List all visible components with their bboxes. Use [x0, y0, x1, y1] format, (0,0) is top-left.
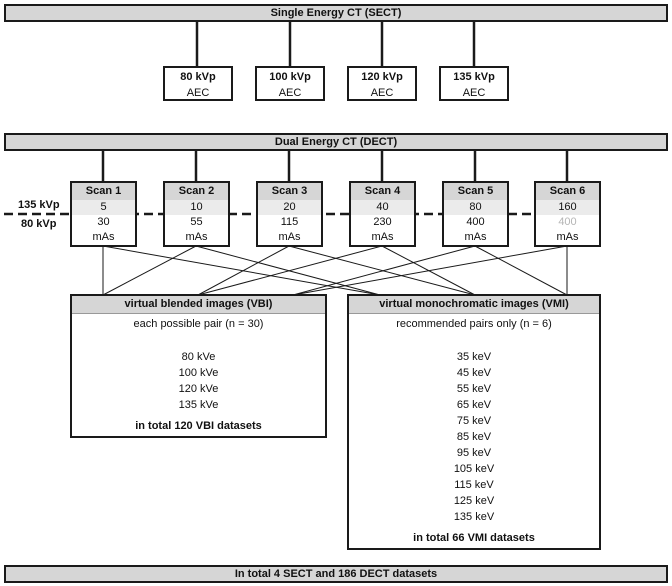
vmi-list: 35 keV 45 keV 55 keV 65 keV 75 keV 85 keV 95 k… — [349, 349, 599, 525]
sect-kvp-label: 120 kVp — [361, 71, 403, 83]
scan-unit: mAs — [92, 231, 115, 243]
vmi-list-item: 75 keV — [456, 415, 492, 427]
sect-title-bar: Single Energy CT (SECT) — [4, 4, 668, 22]
vbi-title: virtual blended images (VBI) — [72, 296, 325, 314]
dect-scan-3: Scan 3 20 115 mAs — [256, 181, 323, 247]
vmi-box: virtual monochromatic images (VMI) recom… — [347, 294, 601, 550]
vmi-list-item: 135 keV — [453, 511, 495, 523]
scan-high-mas: 80 — [444, 200, 507, 215]
vbi-list-item: 80 kVe — [181, 351, 216, 363]
high-kvp-label: 135 kVp — [18, 199, 60, 211]
footer-total: In total 4 SECT and 186 DECT datasets — [234, 568, 438, 580]
vmi-total: in total 66 VMI datasets — [413, 532, 535, 544]
vmi-list-item: 45 keV — [456, 367, 492, 379]
vmi-list-item: 35 keV — [456, 351, 492, 363]
low-kvp-label: 80 kVp — [21, 218, 57, 230]
fan-line — [197, 245, 383, 296]
vbi-list-item: 100 kVe — [178, 367, 219, 379]
fan-line — [474, 245, 568, 296]
scan-high-mas: 40 — [351, 200, 414, 215]
vmi-title: virtual monochromatic images (VMI) — [349, 296, 599, 314]
dect-title-bar: Dual Energy CT (DECT) — [4, 133, 668, 151]
scan-high-mas: 160 — [536, 200, 599, 215]
scan-unit: mAs — [185, 231, 208, 243]
scan-unit: mAs — [371, 231, 394, 243]
dect-scan-5: Scan 5 80 400 mAs — [442, 181, 509, 247]
vbi-subtitle: each possible pair (n = 30) — [133, 318, 264, 330]
scan-unit: mAs — [556, 231, 579, 243]
scan-high-mas: 10 — [165, 200, 228, 215]
scan-low-mas: 230 — [373, 216, 392, 228]
vbi-list-item: 120 kVe — [178, 383, 219, 395]
vbi-box: virtual blended images (VBI) each possib… — [70, 294, 327, 438]
sect-scan-100kvp: 100 kVp AEC — [255, 66, 325, 101]
scan-name: Scan 1 — [72, 183, 135, 200]
vmi-list-item: 105 keV — [453, 463, 495, 475]
vmi-list-item: 55 keV — [456, 383, 492, 395]
dect-scan-2: Scan 2 10 55 mAs — [163, 181, 230, 247]
fan-line — [292, 245, 476, 296]
dect-scan-1: Scan 1 5 30 mAs — [70, 181, 137, 247]
sect-mode-label: AEC — [186, 87, 210, 99]
vbi-total: in total 120 VBI datasets — [135, 420, 262, 432]
scan-unit: mAs — [464, 231, 487, 243]
fan-line — [102, 245, 381, 296]
fan-line — [195, 245, 381, 296]
scan-high-mas: 5 — [72, 200, 135, 215]
scan-name: Scan 5 — [444, 183, 507, 200]
scan-low-mas: 400 — [558, 216, 577, 228]
scan-low-mas: 115 — [280, 216, 299, 228]
dect-scan-6: Scan 6 160 400 mAs — [534, 181, 601, 247]
scan-name: Scan 3 — [258, 183, 321, 200]
fan-line — [197, 245, 290, 296]
fan-line — [102, 245, 197, 296]
fan-line — [288, 245, 476, 296]
vmi-list-item: 85 keV — [456, 431, 492, 443]
sect-kvp-label: 100 kVp — [269, 71, 311, 83]
vmi-list-item: 115 keV — [454, 479, 494, 491]
sect-title: Single Energy CT (SECT) — [270, 7, 402, 19]
sect-scan-80kvp: 80 kVp AEC — [163, 66, 233, 101]
scan-low-mas: 30 — [97, 216, 110, 228]
scan-low-mas: 400 — [466, 216, 485, 228]
vbi-list: 80 kVe 100 kVe 120 kVe 135 kVe — [72, 349, 325, 413]
scan-to-reconstruction-lines — [102, 245, 568, 296]
sect-mode-label: AEC — [278, 87, 302, 99]
dect-scan-4: Scan 4 40 230 mAs — [349, 181, 416, 247]
sect-kvp-label: 135 kVp — [453, 71, 495, 83]
scan-name: Scan 2 — [165, 183, 228, 200]
scan-name: Scan 4 — [351, 183, 414, 200]
vmi-list-item: 65 keV — [456, 399, 492, 411]
sect-scan-120kvp: 120 kVp AEC — [347, 66, 417, 101]
scan-name: Scan 6 — [536, 183, 599, 200]
fan-line — [292, 245, 568, 296]
sect-mode-label: AEC — [370, 87, 394, 99]
vmi-subtitle: recommended pairs only (n = 6) — [396, 318, 552, 330]
vmi-list-item: 95 keV — [456, 447, 492, 459]
footer-bar: In total 4 SECT and 186 DECT datasets — [4, 565, 668, 583]
scan-low-mas: 55 — [190, 216, 203, 228]
scan-high-mas: 20 — [258, 200, 321, 215]
vmi-list-item: 125 keV — [453, 495, 495, 507]
scan-unit: mAs — [278, 231, 301, 243]
sect-mode-label: AEC — [462, 87, 486, 99]
vbi-list-item: 135 kVe — [178, 399, 219, 411]
sect-scan-135kvp: 135 kVp AEC — [439, 66, 509, 101]
dect-title: Dual Energy CT (DECT) — [274, 136, 398, 148]
sect-kvp-label: 80 kVp — [180, 71, 216, 83]
